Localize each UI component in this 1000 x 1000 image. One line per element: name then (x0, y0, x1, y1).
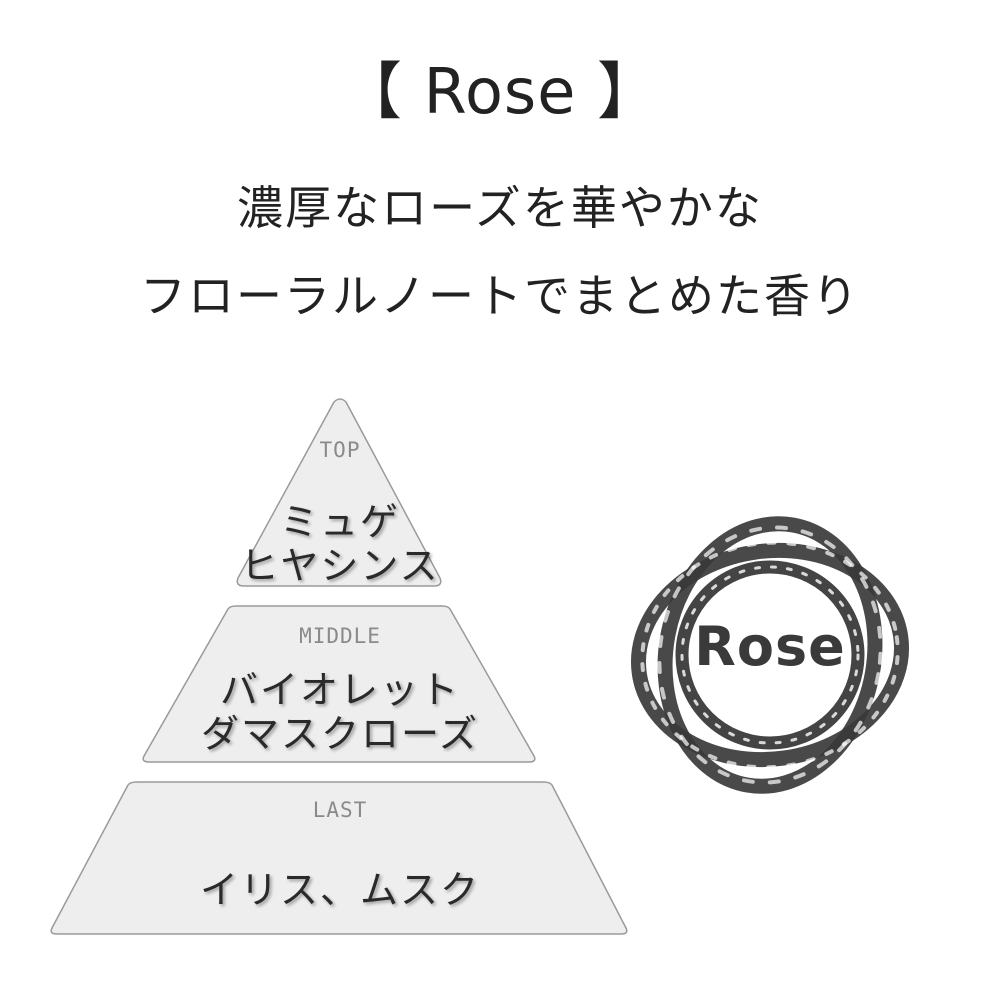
pyramid-tier-middle-shape (142, 605, 536, 763)
subtitle-line-1: 濃厚なローズを華やかな (237, 181, 763, 235)
rose-emblem-icon (630, 516, 910, 794)
pyramid-tier-last-notes: イリス、ムスク (90, 868, 590, 912)
pyramid-tier-top-label: TOP (319, 438, 361, 462)
note-item: イリス、ムスク (199, 868, 480, 912)
pyramid-tier-top-notes: ミュゲ ヒヤシンス (200, 500, 480, 588)
pyramid-tier-last-label: LAST (312, 798, 368, 822)
page-title: 【 Rose 】 (339, 55, 661, 128)
emblem-label: Rose (694, 615, 846, 678)
note-item: バイオレット (219, 668, 460, 712)
pyramid-tier-top-shape (236, 398, 442, 587)
pyramid-tier-middle-notes: バイオレット ダマスクローズ (160, 668, 520, 756)
note-item: ミュゲ (279, 500, 400, 544)
note-item: ヒヤシンス (240, 544, 440, 588)
pyramid-tier-middle-label: MIDDLE (299, 624, 381, 648)
pyramid-tier-last-shape (50, 781, 628, 935)
note-item: ダマスクローズ (200, 712, 480, 756)
subtitle-line-2: フローラルノートでまとめた香り (140, 269, 860, 323)
